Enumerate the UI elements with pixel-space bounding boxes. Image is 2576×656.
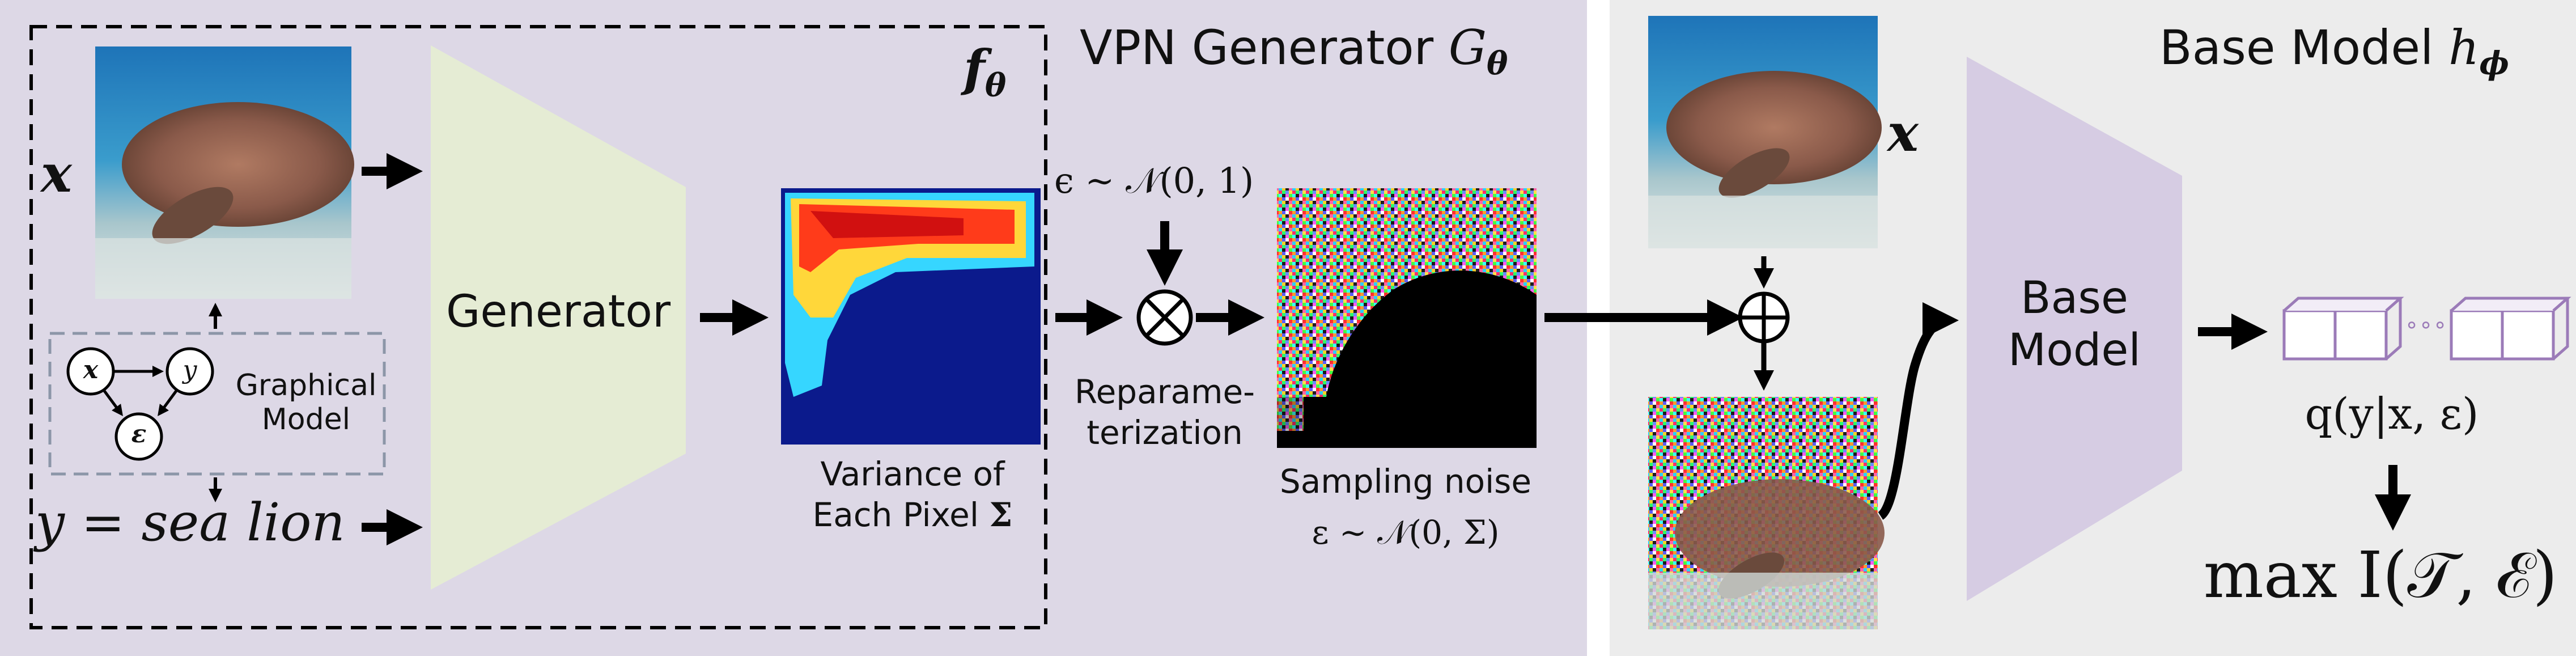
graph-node-epsilon — [114, 412, 163, 461]
generator-block — [431, 45, 686, 590]
base-model-title-text: Base Model — [2159, 20, 2449, 75]
graphical-model-box — [48, 332, 386, 476]
f-subscript: θ — [984, 66, 1007, 104]
graphical-model-label: Graphical Model — [230, 369, 383, 437]
g-subscript: θ — [1487, 44, 1508, 82]
reparam-line2: terization — [1087, 413, 1243, 452]
reparameterization-label: Reparame- terization — [1054, 371, 1275, 453]
output-dots: ∘∘∘ — [2404, 312, 2447, 338]
graph-node-x-label: x — [83, 355, 99, 384]
right-input-x-label: x — [1887, 102, 1919, 163]
graph-node-eps-label: ε — [131, 420, 147, 448]
base-model-title: Base Model hϕ — [2159, 20, 2509, 82]
output-vector — [2282, 297, 2571, 361]
f-theta-dashed-frame — [29, 25, 1047, 629]
base-model-line1: Base — [2021, 273, 2128, 324]
vpn-generator-title: VPN Generator Gθ — [1080, 20, 1508, 82]
graphical-model-line1: Graphical — [235, 369, 377, 403]
sampling-formula: ε ∼ 𝒩(0, Σ) — [1312, 513, 1500, 552]
h-symbol: h — [2448, 20, 2480, 75]
sampling-noise-label: Sampling noise — [1279, 462, 1532, 501]
generator-label: Generator — [445, 286, 671, 337]
graphical-model-line2: Model — [261, 403, 351, 437]
output-distribution-label: q(y|x, ε) — [2305, 388, 2479, 439]
h-subscript: ϕ — [2479, 44, 2509, 82]
base-model-block — [1967, 57, 2182, 601]
label-y: y = sea lion — [35, 492, 345, 553]
objective-label: max I(𝒯, ℰ) — [2203, 539, 2558, 612]
epsilon-prior-label: ϵ ∼ 𝒩(0, 1) — [1054, 160, 1254, 201]
noisy-sea-lion-photo — [1648, 397, 1885, 629]
variance-label-line2: Each Pixel — [812, 496, 990, 534]
noise-pattern — [1277, 188, 1537, 448]
graph-node-y-label: y — [183, 355, 197, 384]
sea-lion-photo-right — [1648, 16, 1882, 248]
variance-label-line1: Variance of — [820, 455, 1005, 493]
base-model-label: Base Model — [1978, 272, 2171, 376]
graph-node-y — [165, 347, 214, 396]
f-theta-label: fθ — [964, 39, 1006, 104]
sigma-symbol: Σ — [989, 496, 1013, 534]
graph-edge-y-eps — [158, 389, 179, 417]
f-symbol: f — [964, 39, 985, 98]
reparam-line1: Reparame- — [1074, 373, 1255, 411]
graph-edge-x-eps — [102, 389, 123, 417]
variance-label: Variance of Each Pixel Σ — [759, 454, 1066, 535]
g-symbol: G — [1448, 20, 1487, 75]
base-model-line2: Model — [2008, 325, 2141, 376]
input-x-label: x — [41, 143, 72, 204]
variance-heatmap — [781, 188, 1041, 445]
vpn-generator-title-text: VPN Generator — [1080, 20, 1449, 75]
arrow-noisy-to-base — [1877, 302, 1959, 520]
sea-lion-photo — [95, 46, 354, 299]
